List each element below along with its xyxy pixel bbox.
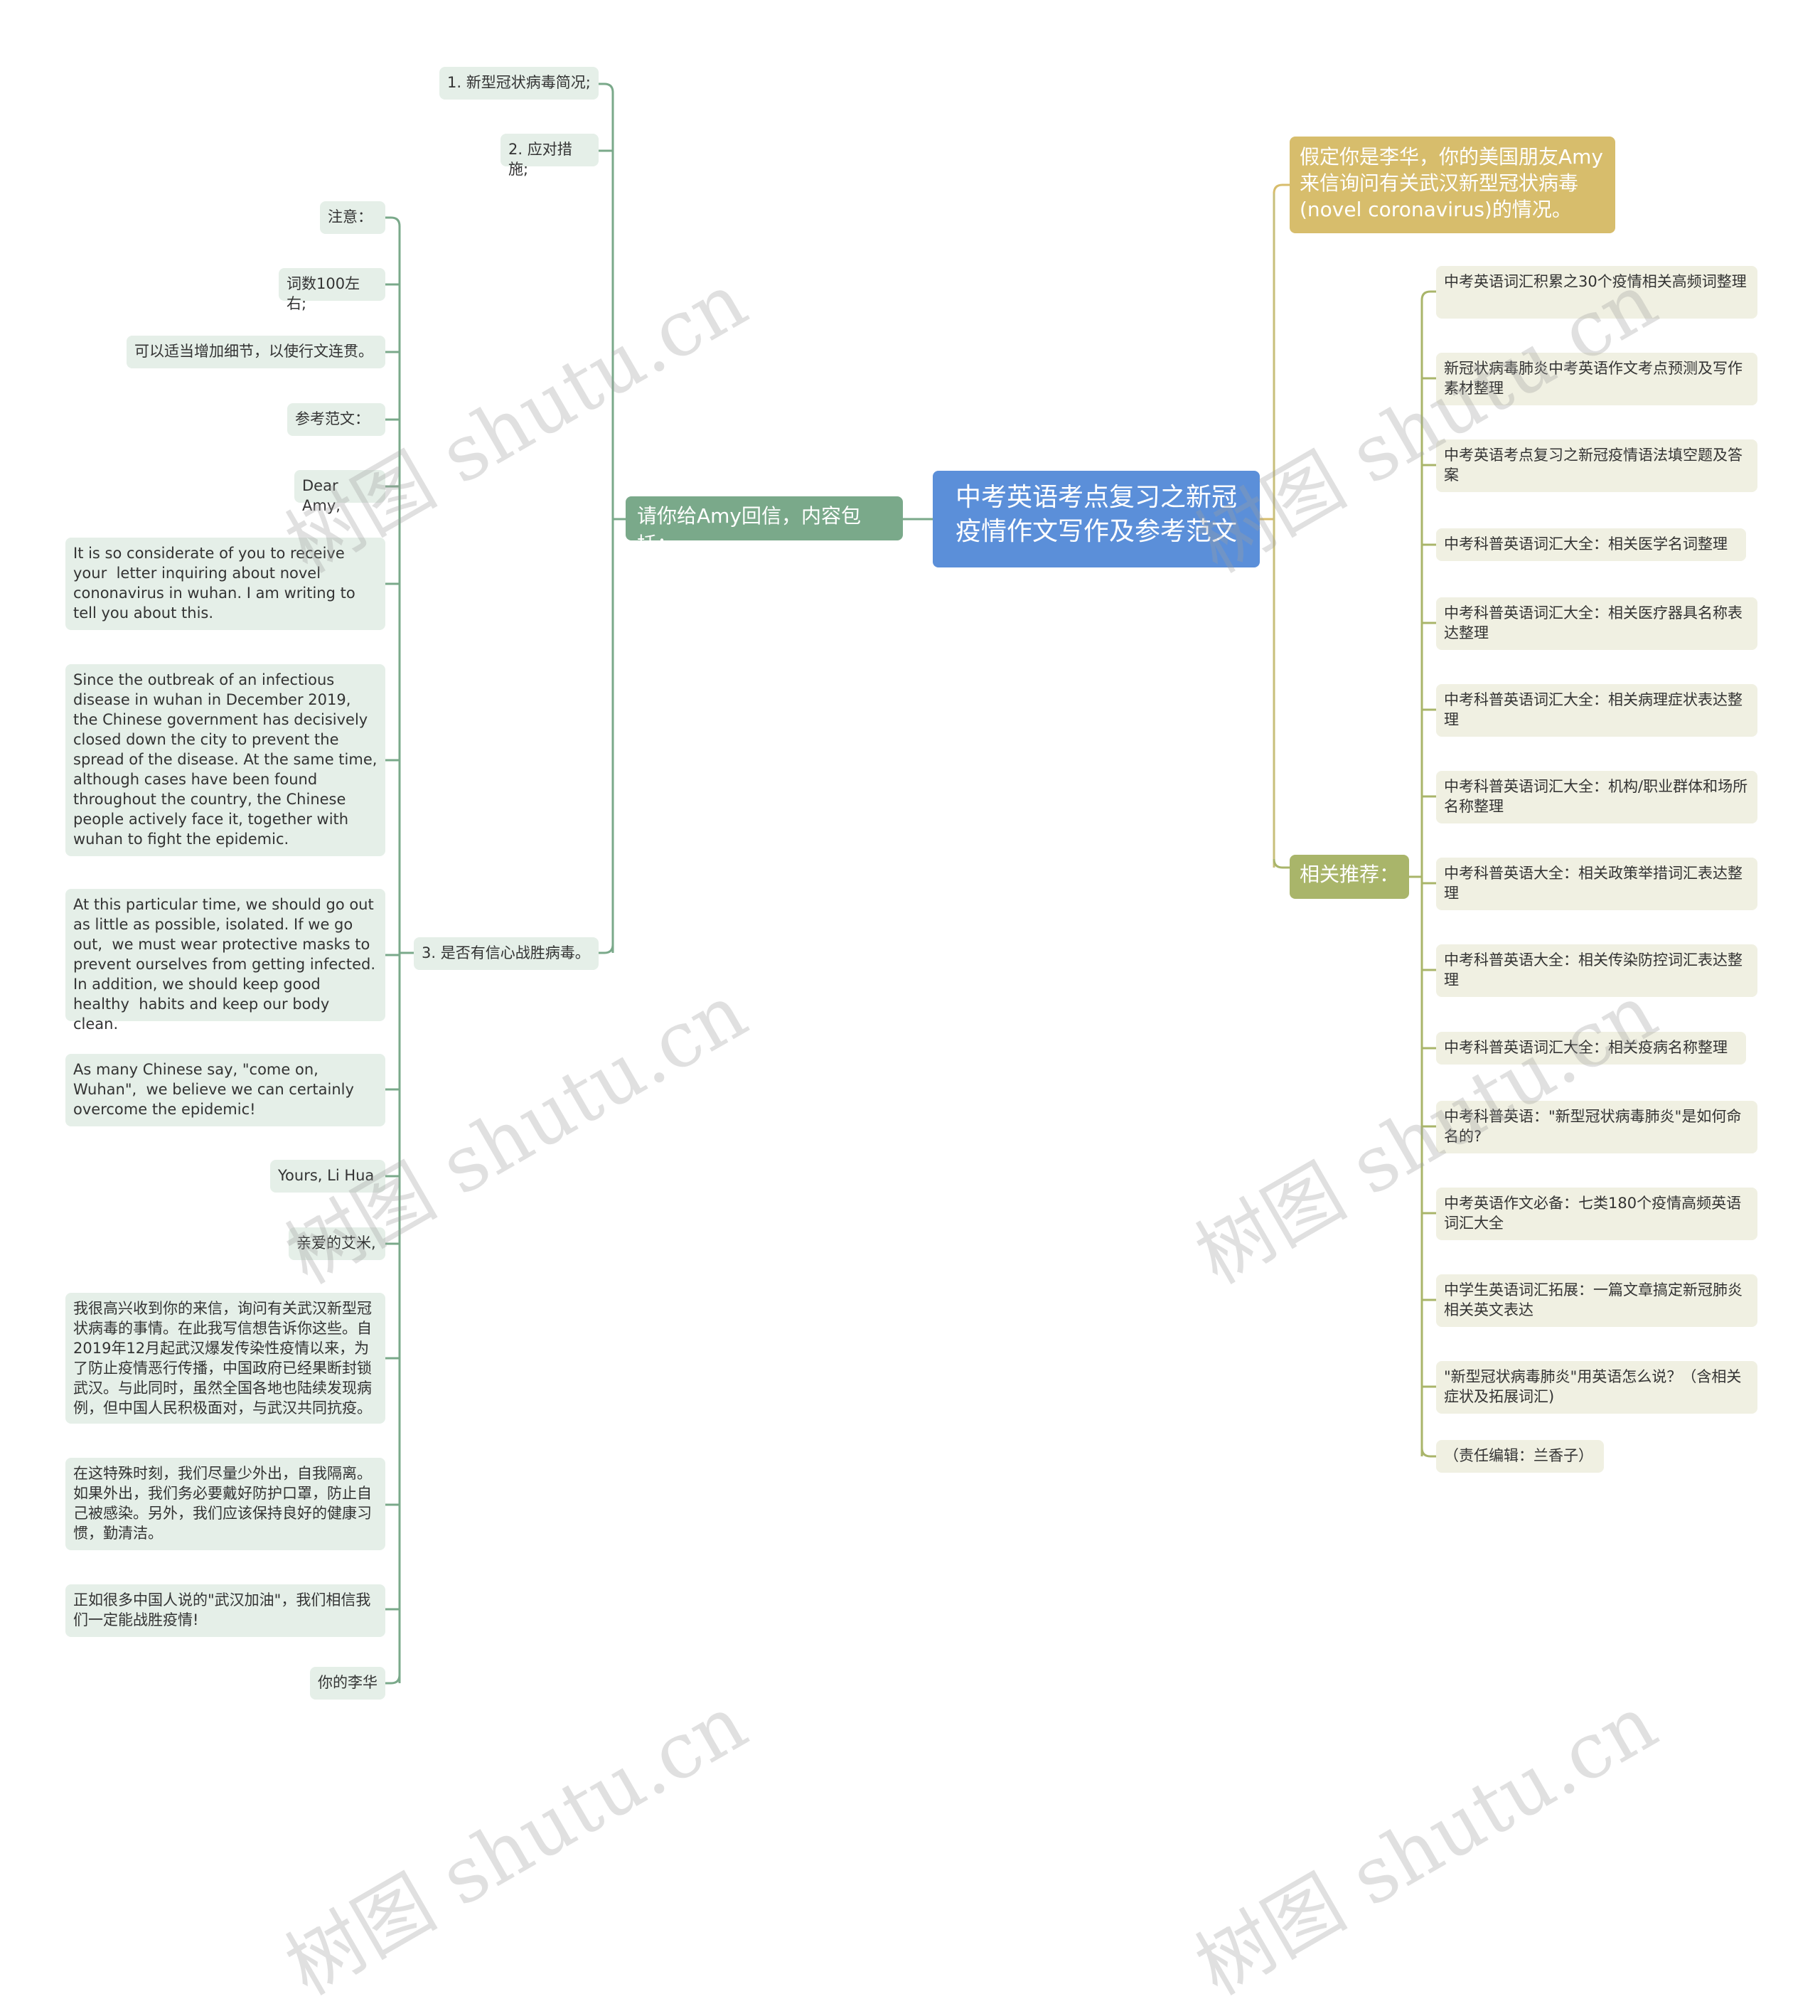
- writing-prompt[interactable]: 假定你是李华，你的美国朋友Amy来信询问有关武汉新型冠状病毒(novel cor…: [1290, 137, 1615, 233]
- related-item[interactable]: 中考科普英语词汇大全：相关疫病名称整理: [1436, 1032, 1746, 1065]
- detail-en-signoff[interactable]: Yours, Li Hua: [270, 1160, 385, 1193]
- root-topic[interactable]: 中考英语考点复习之新冠疫情作文写作及参考范文: [933, 471, 1260, 567]
- detail-en-para-1[interactable]: It is so considerate of you to receive y…: [65, 538, 385, 630]
- detail-en-para-2[interactable]: Since the outbreak of an infectious dise…: [65, 664, 385, 856]
- related-item-editor[interactable]: （责任编辑：兰香子）: [1436, 1440, 1604, 1473]
- related-item[interactable]: 中考科普英语词汇大全：相关医疗器具名称表达整理: [1436, 597, 1757, 650]
- point-2[interactable]: 2. 应对措施;: [500, 134, 599, 178]
- detail-add-details[interactable]: 可以适当增加细节，以使行文连贯。: [127, 336, 385, 368]
- branch-related[interactable]: 相关推荐：: [1290, 855, 1409, 899]
- related-item[interactable]: 新冠状病毒肺炎中考英语作文考点预测及写作素材整理: [1436, 353, 1757, 405]
- detail-cn-signoff[interactable]: 你的李华: [310, 1667, 385, 1700]
- related-item[interactable]: 中考科普英语词汇大全：相关医学名词整理: [1436, 528, 1746, 561]
- related-item[interactable]: 中考英语词汇积累之30个疫情相关高频词整理: [1436, 266, 1757, 319]
- related-item[interactable]: 中考英语考点复习之新冠疫情语法填空题及答案: [1436, 439, 1757, 492]
- branch-reply-requirements[interactable]: 请你给Amy回信，内容包括：: [626, 496, 903, 556]
- detail-en-para-4[interactable]: As many Chinese say, "come on, Wuhan", w…: [65, 1054, 385, 1126]
- detail-word-count[interactable]: 词数100左右;: [279, 268, 385, 312]
- related-item[interactable]: 中考英语作文必备：七类180个疫情高频英语词汇大全: [1436, 1188, 1757, 1240]
- detail-cn-para-1[interactable]: 我很高兴收到你的来信，询问有关武汉新型冠状病毒的事情。在此我写信想告诉你这些。自…: [65, 1293, 385, 1424]
- detail-cn-greeting[interactable]: 亲爱的艾米,: [289, 1227, 385, 1260]
- detail-en-para-3[interactable]: At this particular time, we should go ou…: [65, 889, 385, 1033]
- related-item[interactable]: 中考科普英语大全：相关政策举措词汇表达整理: [1436, 858, 1757, 910]
- related-item[interactable]: 中学生英语词汇拓展：一篇文章搞定新冠肺炎相关英文表达: [1436, 1274, 1757, 1327]
- connector-lines: [385, 82, 1436, 1685]
- detail-sample-label[interactable]: 参考范文：: [287, 403, 385, 436]
- related-item[interactable]: 中考科普英语大全：相关传染防控词汇表达整理: [1436, 944, 1757, 997]
- related-item[interactable]: 中考科普英语词汇大全：相关病理症状表达整理: [1436, 684, 1757, 737]
- detail-note[interactable]: 注意：: [320, 201, 385, 234]
- detail-dear-amy[interactable]: Dear Amy,: [294, 470, 385, 514]
- detail-cn-para-2[interactable]: 在这特殊时刻，我们尽量少外出，自我隔离。如果外出，我们务必要戴好防护口罩，防止自…: [65, 1458, 385, 1550]
- related-item[interactable]: 中考科普英语："新型冠状病毒肺炎"是如何命名的?: [1436, 1101, 1757, 1153]
- related-item[interactable]: 中考科普英语词汇大全：机构/职业群体和场所名称整理: [1436, 771, 1757, 823]
- detail-cn-para-3[interactable]: 正如很多中国人说的"武汉加油"，我们相信我们一定能战胜疫情!: [65, 1584, 385, 1637]
- related-item[interactable]: "新型冠状病毒肺炎"用英语怎么说？（含相关症状及拓展词汇): [1436, 1361, 1757, 1414]
- point-3[interactable]: 3. 是否有信心战胜病毒。: [414, 937, 599, 970]
- point-1[interactable]: 1. 新型冠状病毒简况;: [439, 67, 599, 100]
